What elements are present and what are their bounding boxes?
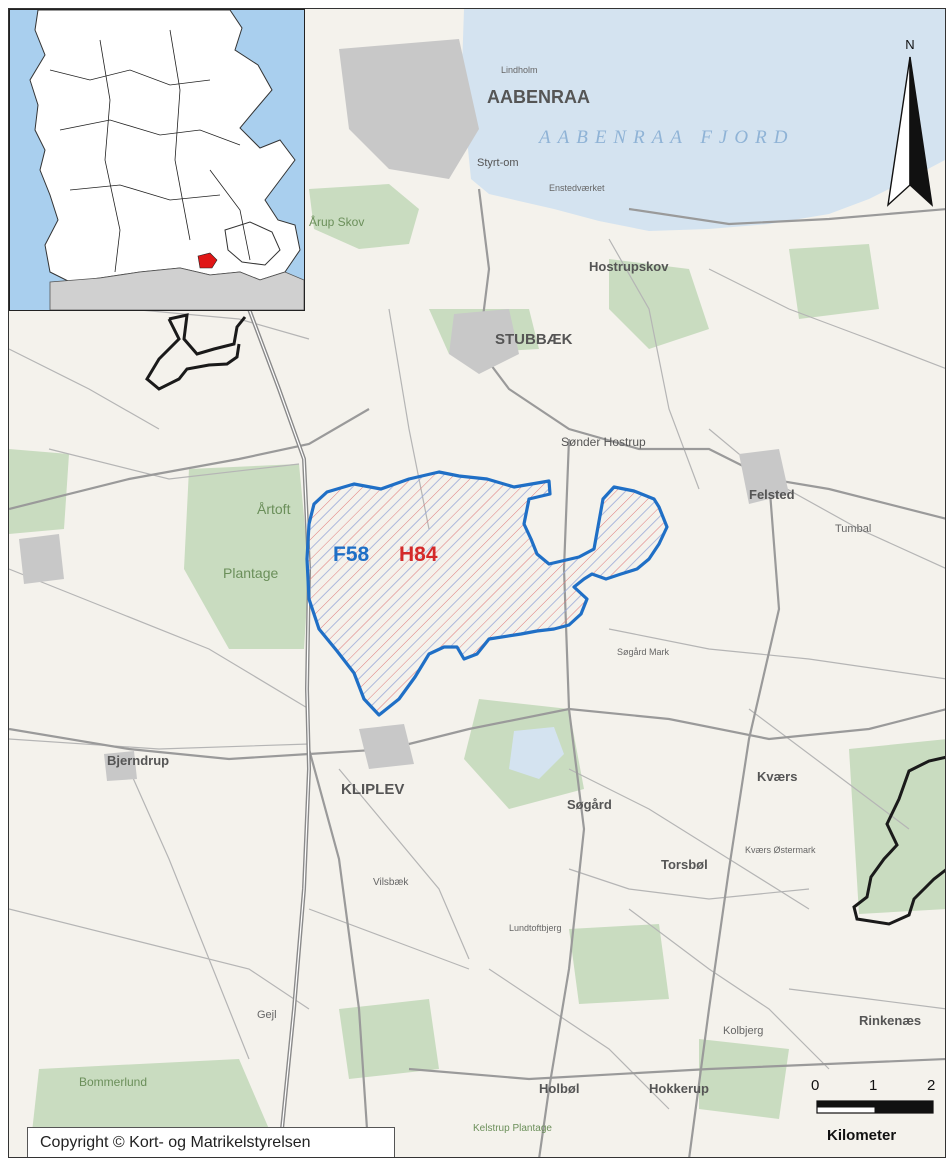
zone-label-f58: F58 bbox=[333, 543, 370, 566]
inset-island bbox=[224, 221, 281, 266]
inset-highlight-area bbox=[197, 252, 218, 269]
place-artoft: Årtoft bbox=[257, 501, 291, 517]
place-vilsbaek: Vilsbæk bbox=[373, 877, 409, 888]
place-kelstrup-plantage: Kelstrup Plantage bbox=[473, 1123, 552, 1134]
town-rinkenaes: Rinkenæs bbox=[859, 1013, 922, 1028]
north-label: N bbox=[905, 37, 914, 52]
designated-area[interactable] bbox=[305, 470, 669, 717]
lake bbox=[509, 727, 564, 779]
inset-overview-map bbox=[9, 9, 305, 311]
town-sogaard: Søgård bbox=[567, 797, 612, 812]
copyright-text: Copyright © Kort- og Matrikelstyrelsen bbox=[40, 1134, 311, 1151]
place-lundtoftbjerg: Lundtoftbjerg bbox=[509, 923, 562, 933]
town-kliplev: KLIPLEV bbox=[341, 781, 405, 798]
base-map[interactable] bbox=[9, 9, 946, 1158]
inset-map-svg bbox=[10, 9, 305, 311]
place-kolbjerg: Kolbjerg bbox=[723, 1025, 764, 1037]
scale-unit: Kilometer bbox=[827, 1127, 897, 1144]
place-bommerlund: Bommerlund bbox=[79, 1075, 148, 1089]
scale-tick-0: 0 bbox=[811, 1077, 820, 1094]
place-lindholm: Lindholm bbox=[501, 65, 538, 75]
town-bjerndrup: Bjerndrup bbox=[107, 753, 170, 768]
minor-roads bbox=[9, 238, 945, 1110]
scale-tick-2: 2 bbox=[927, 1077, 936, 1094]
town-felsted: Felsted bbox=[749, 487, 795, 502]
town-kvaers: Kværs bbox=[757, 769, 798, 784]
place-gejl: Gejl bbox=[257, 1009, 277, 1021]
town-holbol: Holbøl bbox=[539, 1081, 580, 1096]
scale-bar: 0 1 2 Kilometer bbox=[809, 1077, 945, 1157]
main-roads bbox=[9, 188, 945, 1157]
scale-tick-1: 1 bbox=[869, 1077, 878, 1094]
town-stubbaek: STUBBÆK bbox=[495, 331, 573, 348]
north-arrow: N bbox=[887, 37, 933, 207]
inset-boundaries bbox=[49, 29, 251, 273]
urban-areas bbox=[19, 39, 789, 781]
town-hostrupskov: Hostrupskov bbox=[589, 259, 669, 274]
town-aabenraa: AABENRAA bbox=[487, 87, 590, 107]
zone-label-h84: H84 bbox=[399, 543, 438, 566]
place-arup-skov: Årup Skov bbox=[309, 215, 365, 229]
place-styrtom: Styrt-om bbox=[477, 157, 519, 169]
place-tumbal: Tumbal bbox=[835, 523, 872, 535]
place-sogaard-mark: Søgård Mark bbox=[617, 647, 670, 657]
north-arrow-left bbox=[887, 56, 911, 207]
boundary-lower-right bbox=[852, 755, 945, 926]
scale-bar-graphic bbox=[816, 1100, 934, 1114]
place-kvaers-ostermark: Kværs Østermark bbox=[745, 845, 816, 855]
fjord-label: AABENRAA FJORD bbox=[539, 127, 795, 148]
fjord-water bbox=[461, 9, 945, 231]
map-frame[interactable]: F58 H84 AABENRAA AABENRAA FJORD STUBBÆK … bbox=[8, 8, 946, 1158]
town-hokkerup: Hokkerup bbox=[649, 1081, 709, 1096]
place-enstedvaerket: Enstedværket bbox=[549, 183, 605, 193]
town-torsbol: Torsbøl bbox=[661, 857, 708, 872]
boundary-upper-left bbox=[145, 313, 247, 391]
motorway-centerline bbox=[248, 308, 310, 1157]
forest-areas bbox=[9, 184, 945, 1157]
north-arrow-right bbox=[909, 56, 933, 207]
copyright-box: Copyright © Kort- og Matrikelstyrelsen bbox=[27, 1127, 395, 1157]
place-plantage: Plantage bbox=[223, 565, 279, 581]
place-sonder-hostrup: Sønder Hostrup bbox=[561, 435, 646, 449]
